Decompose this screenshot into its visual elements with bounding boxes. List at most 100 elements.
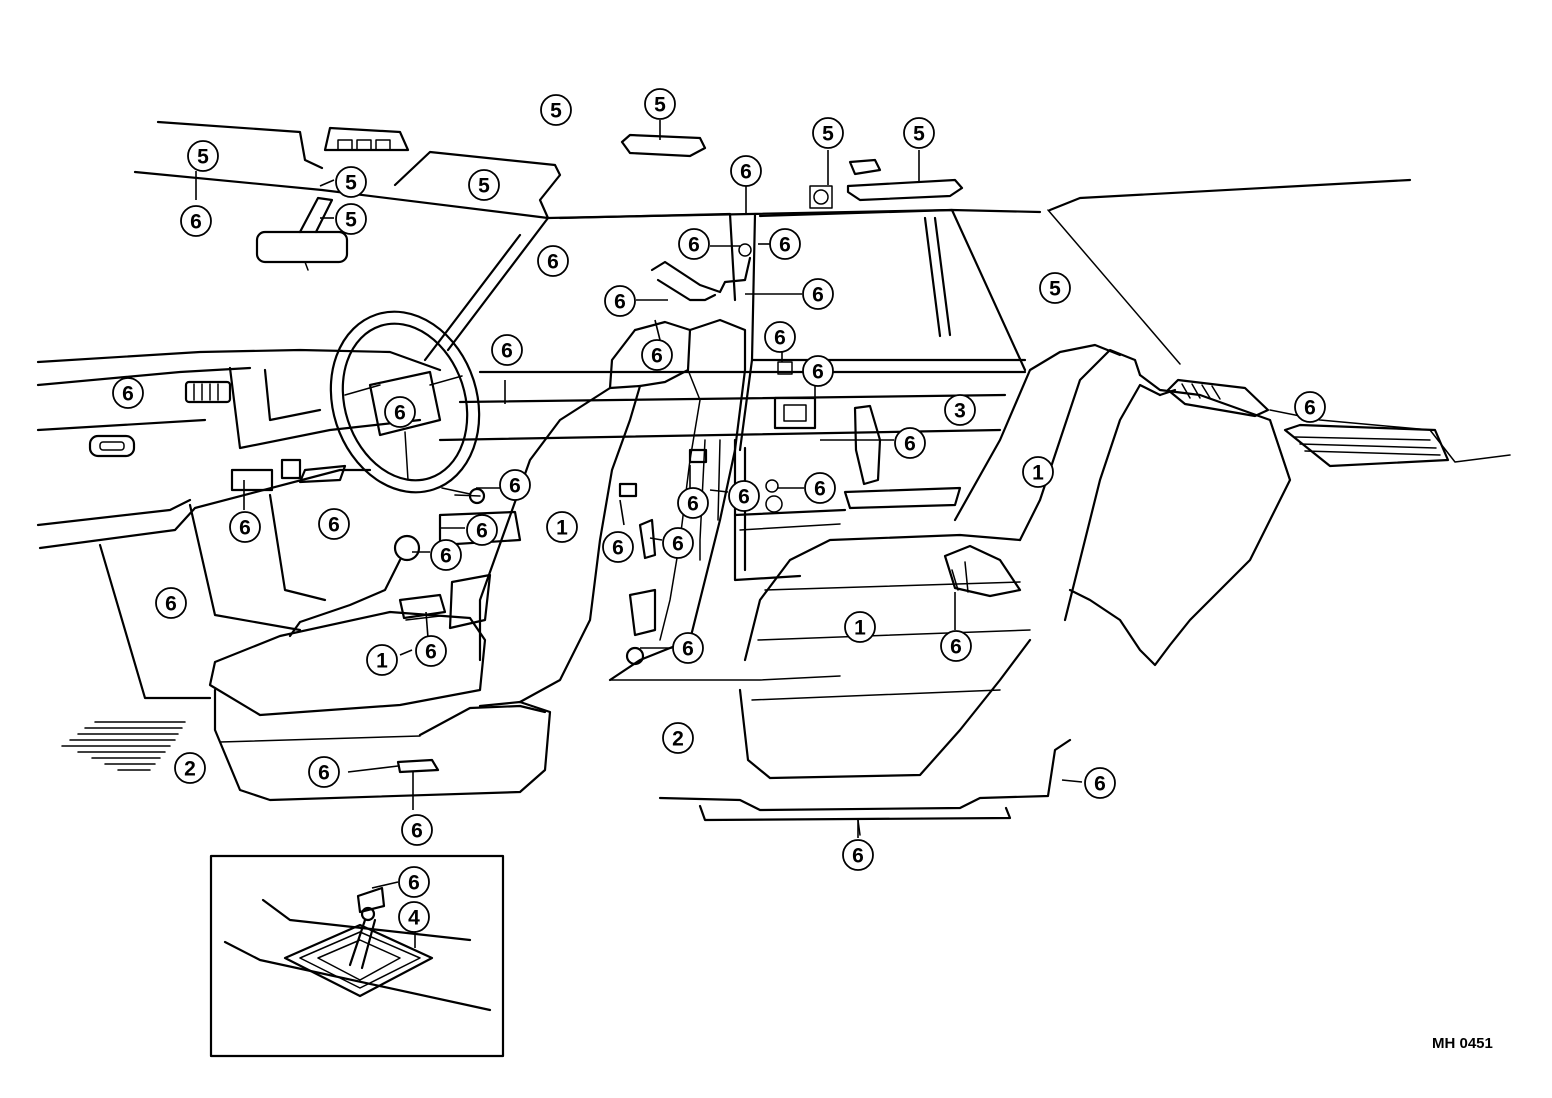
- leader-lines: [195, 120, 1083, 948]
- svg-text:6: 6: [476, 520, 488, 543]
- svg-text:6: 6: [190, 211, 202, 234]
- svg-text:2: 2: [184, 758, 196, 781]
- callout-trim-part: 6: [940, 630, 972, 662]
- callout-seat: 1: [366, 644, 398, 676]
- callout-trim-part: 6: [401, 814, 433, 846]
- callout-trim-part: 6: [537, 245, 569, 277]
- dashboard: [36, 348, 522, 700]
- callout-trim-part: 6: [398, 866, 430, 898]
- callout-trim-part: 6: [672, 632, 704, 664]
- svg-text:6: 6: [904, 433, 916, 456]
- svg-text:6: 6: [1304, 397, 1316, 420]
- callout-trim-part: 6: [155, 587, 187, 619]
- svg-text:1: 1: [556, 517, 568, 540]
- svg-text:1: 1: [376, 650, 388, 673]
- svg-text:5: 5: [1049, 278, 1061, 301]
- svg-text:1: 1: [854, 617, 866, 640]
- svg-text:6: 6: [394, 402, 406, 425]
- callout-headliner-and-visors: 5: [540, 94, 572, 126]
- callout-trim-part: 6: [804, 472, 836, 504]
- svg-text:6: 6: [408, 872, 420, 895]
- callout-trim-part: 6: [894, 427, 926, 459]
- callout-trim-part: 6: [604, 285, 636, 317]
- floor-mat-front: [61, 721, 186, 771]
- svg-text:6: 6: [440, 545, 452, 568]
- assist-grip: [809, 158, 964, 209]
- callout-trim-part: 6: [802, 355, 834, 387]
- callout-headliner-and-visors: 5: [187, 140, 219, 172]
- svg-text:5: 5: [345, 172, 357, 195]
- callout-trim-part: 6: [802, 278, 834, 310]
- callout-headliner-and-visors: 5: [335, 166, 367, 198]
- svg-text:6: 6: [740, 161, 752, 184]
- callout-markers: 5 5 5 5 5 5 5 5 5 6 6 6 6 6 6 6 6 6 6 6 6 6 6 6 6 6 6 6 6 6 6 6 6 6 6 6 6 6 6 6…: [112, 88, 1326, 933]
- callout-trim-part: 6: [728, 480, 760, 512]
- callout-trim-part: 6: [415, 635, 447, 667]
- svg-text:6: 6: [165, 593, 177, 616]
- callout-headliner-and-visors: 5: [812, 117, 844, 149]
- svg-text:6: 6: [687, 493, 699, 516]
- figure-code: MH 0451: [1432, 1035, 1493, 1052]
- svg-text:6: 6: [425, 641, 437, 664]
- svg-text:6: 6: [950, 636, 962, 659]
- callout-trim-part: 6: [308, 756, 340, 788]
- svg-text:6: 6: [547, 251, 559, 274]
- svg-text:6: 6: [812, 284, 824, 307]
- svg-text:6: 6: [738, 486, 750, 509]
- svg-text:6: 6: [328, 514, 340, 537]
- svg-text:6: 6: [651, 345, 663, 368]
- svg-text:6: 6: [1094, 773, 1106, 796]
- callout-headliner-and-visors: 5: [903, 117, 935, 149]
- svg-text:5: 5: [478, 175, 490, 198]
- rear-shelf: [1166, 378, 1511, 468]
- callout-seat: 1: [546, 511, 578, 543]
- callout-headliner-and-visors: 5: [335, 203, 367, 235]
- svg-text:3: 3: [954, 400, 966, 423]
- callout-trim-part: 6: [318, 508, 350, 540]
- svg-text:6: 6: [672, 533, 684, 556]
- callout-trim-part: 6: [112, 377, 144, 409]
- svg-text:6: 6: [411, 820, 423, 843]
- svg-text:6: 6: [318, 762, 330, 785]
- svg-text:6: 6: [612, 537, 624, 560]
- svg-text:6: 6: [239, 517, 251, 540]
- svg-text:2: 2: [672, 728, 684, 751]
- rear-seat: [738, 343, 1292, 780]
- callout-headliner-and-visors: 5: [468, 169, 500, 201]
- callout-seat: 1: [844, 611, 876, 643]
- callout-trim-part: 6: [769, 228, 801, 260]
- callout-trim-part: 6: [842, 839, 874, 871]
- svg-text:6: 6: [779, 234, 791, 257]
- svg-text:5: 5: [822, 123, 834, 146]
- svg-text:6: 6: [501, 340, 513, 363]
- inset-shift-boot: [209, 854, 505, 1058]
- svg-text:6: 6: [509, 475, 521, 498]
- front-seat: [208, 243, 841, 802]
- svg-text:5: 5: [654, 94, 666, 117]
- svg-text:6: 6: [122, 383, 134, 406]
- callout-trim-part: 6: [1294, 391, 1326, 423]
- svg-text:6: 6: [774, 327, 786, 350]
- callout-headliner-and-visors: 5: [644, 88, 676, 120]
- callout-trim-part: 6: [430, 539, 462, 571]
- callout-trim-part: 6: [677, 487, 709, 519]
- callout-trim-part: 6: [1084, 767, 1116, 799]
- svg-text:1: 1: [1032, 462, 1044, 485]
- svg-text:5: 5: [913, 123, 925, 146]
- callout-trim-part: 6: [499, 469, 531, 501]
- callout-trim-part: 6: [466, 514, 498, 546]
- callout-trim-part: 6: [730, 155, 762, 187]
- svg-text:6: 6: [688, 234, 700, 257]
- callout-floor-carpet: 2: [174, 752, 206, 784]
- rear-dome-light: [620, 133, 707, 158]
- svg-text:6: 6: [614, 291, 626, 314]
- callout-headliner-and-visors: 5: [1039, 272, 1071, 304]
- callout-trim-part: 6: [491, 334, 523, 366]
- svg-text:5: 5: [345, 209, 357, 232]
- callout-trim-part: 6: [180, 205, 212, 237]
- callout-trim-part: 6: [384, 396, 416, 428]
- callout-trim-part: 6: [764, 321, 796, 353]
- dome-light: [323, 126, 410, 152]
